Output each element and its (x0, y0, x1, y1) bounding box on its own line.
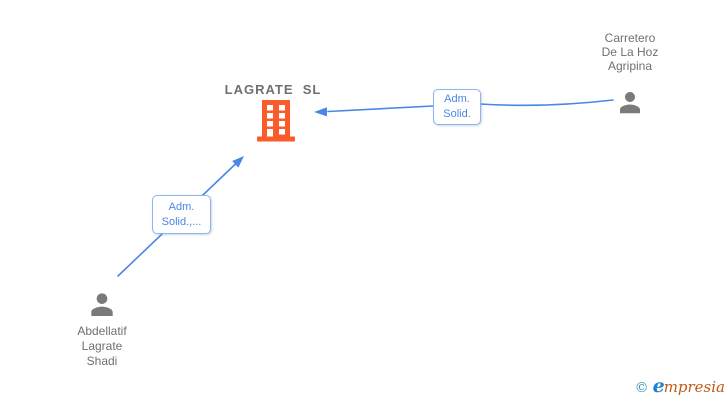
edge-top-segment-right (479, 99, 614, 107)
person-name-line: Shadi (86, 354, 118, 368)
brand-initial: e (652, 375, 665, 397)
edge-label-line: Solid. (443, 108, 471, 120)
brand-rest: mpresia (663, 378, 725, 396)
person-icon[interactable] (615, 87, 645, 117)
edge-top-segment-left (327, 105, 434, 113)
empresia-logo: © e mpresia (635, 375, 725, 397)
person-icon[interactable] (86, 288, 118, 320)
edge-label-line: Solid.,... (161, 215, 202, 228)
edge-label-adm-solid-bottom[interactable]: Adm. Solid.,... (152, 195, 211, 234)
copyright-icon: © (634, 380, 649, 396)
person-name-abdellatif[interactable]: Abdellatif Lagrate Shadi (40, 324, 164, 369)
edge-top-arrowhead (314, 107, 327, 117)
edge-label-line: Adm. (168, 200, 195, 213)
person-name-carretero[interactable]: Carretero De La Hoz Agripina (570, 31, 690, 73)
edge-label-line: Adm. (444, 93, 470, 105)
edge-label-adm-solid-top[interactable]: Adm. Solid. (433, 89, 481, 125)
person-name-line: De La Hoz (601, 45, 659, 59)
person-name-line: Agripina (607, 59, 653, 73)
person-name-line: Carretero (604, 31, 656, 45)
building-icon[interactable] (256, 99, 296, 143)
person-name-line: Lagrate (81, 339, 123, 353)
edge-bottom-arrowhead (232, 156, 244, 168)
person-name-line: Abdellatif (77, 324, 127, 338)
company-name-lagrate-sl[interactable]: LAGRATE SL (224, 82, 322, 97)
